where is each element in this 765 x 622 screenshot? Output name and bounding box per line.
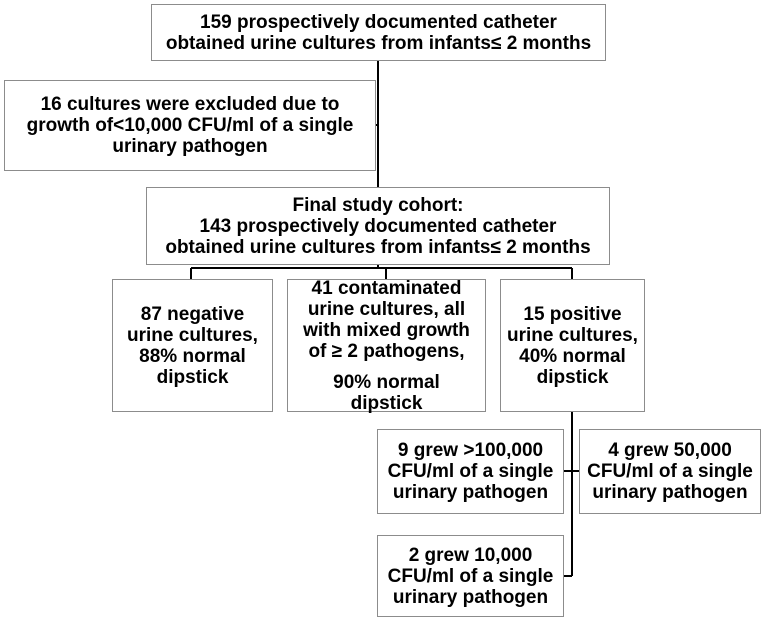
box-text-line: 15 positive <box>523 303 622 325</box>
box-text-line: 9 grew >100,000 <box>397 440 544 461</box>
box-text-line: with mixed growth <box>303 319 470 341</box>
box-text-line: 87 negative <box>140 303 245 325</box>
box-negative-cultures: 87 negative urine cultures, 88% normal d… <box>112 279 273 412</box>
box-text-line: obtained urine cultures from infants≤ 2 … <box>165 32 592 54</box>
box-text-line: CFU/ml of a single <box>387 461 554 482</box>
box-text-line: CFU/ml of a single <box>587 461 753 482</box>
box-text-line: obtained urine cultures from infants≤ 2 … <box>165 236 591 258</box>
box-text-line: of ≥ 2 pathogens, <box>308 340 465 362</box>
box-text-line: 143 prospectively documented catheter <box>199 215 557 237</box>
box-text-line: dipstick <box>156 366 229 388</box>
box-text-line: dipstick <box>536 366 609 388</box>
box-text-line: 4 grew 50,000 <box>608 440 732 461</box>
box-text-line: Final study cohort: <box>292 194 464 216</box>
box-text-line: urinary pathogen <box>392 482 549 503</box>
box-text-line: urine cultures, <box>507 324 638 346</box>
box-text-line: CFU/ml of a single <box>387 565 554 587</box>
box-excluded-cultures: 16 cultures were excluded due to growth … <box>4 80 376 171</box>
box-final-study-cohort: Final study cohort: 143 prospectively do… <box>146 187 610 265</box>
box-text-line: 2 grew 10,000 <box>408 544 533 566</box>
box-positive-cultures: 15 positive urine cultures, 40% normal d… <box>500 279 645 412</box>
box-text-line: urinary pathogen <box>112 136 268 157</box>
box-grew-10000: 2 grew 10,000 CFU/ml of a single urinary… <box>377 535 564 617</box>
box-text-line: 16 cultures were excluded due to <box>40 94 340 115</box>
box-grew-50000: 4 grew 50,000 CFU/ml of a single urinary… <box>579 429 761 514</box>
box-text-line: urinary pathogen <box>392 586 549 608</box>
box-text-line: dipstick <box>350 392 423 414</box>
box-text-line: growth of<10,000 CFU/ml of a single <box>26 115 354 136</box>
box-text-line: 159 prospectively documented catheter <box>200 11 557 33</box>
box-text-line: urine cultures, all <box>307 298 466 320</box>
box-initial-cultures: 159 prospectively documented catheter ob… <box>151 4 606 61</box>
box-contaminated-cultures: 41 contaminated urine cultures, all with… <box>287 277 486 414</box>
box-grew-over-100000: 9 grew >100,000 CFU/ml of a single urina… <box>377 429 564 514</box>
box-text-line: 40% normal <box>519 345 626 367</box>
box-text-line: urine cultures, <box>127 324 258 346</box>
box-text-line: urinary pathogen <box>592 482 748 503</box>
box-text-line: 41 contaminated <box>311 277 462 299</box>
box-text-line: 88% normal <box>139 345 246 367</box>
box-text-line: 90% normal <box>333 371 440 393</box>
